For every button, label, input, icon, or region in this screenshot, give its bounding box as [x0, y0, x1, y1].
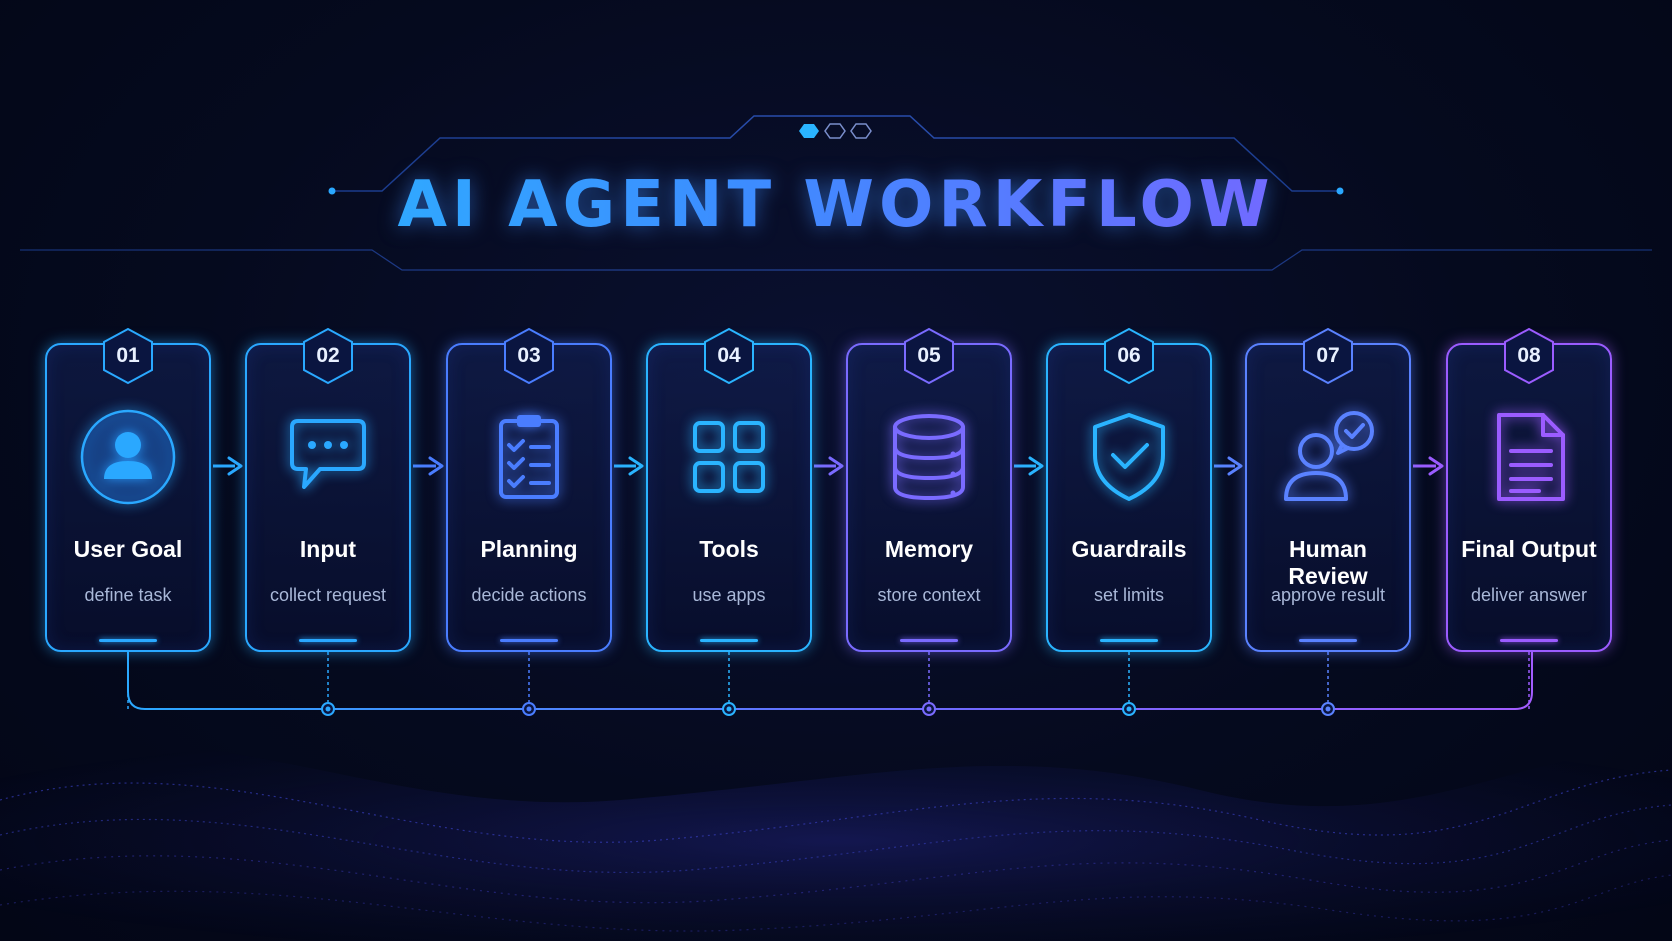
step-label: Memory: [884, 536, 974, 562]
step-description: set limits: [1093, 585, 1164, 605]
card-underline: [99, 639, 157, 642]
bus-node-center: [1126, 706, 1132, 712]
pager-dot: [824, 123, 846, 139]
step-card: 05 Memory store context: [846, 327, 1012, 652]
step-label: Input: [299, 536, 357, 562]
step-label: Planning: [480, 536, 578, 562]
step-card: 03 Planning decide actions: [446, 327, 612, 652]
step-number-badge: 05: [902, 327, 956, 385]
user-approve-icon: [1278, 407, 1378, 507]
card-underline: [900, 639, 958, 642]
step-label: Final Output: [1461, 536, 1597, 562]
document-icon: [1479, 407, 1579, 507]
pager-dot: [850, 123, 872, 139]
card-underline: [500, 639, 558, 642]
flow-arrow: [814, 456, 844, 476]
card-underline: [299, 639, 357, 642]
step-description: use apps: [692, 585, 766, 605]
bus-node-center: [1325, 706, 1331, 712]
step-description: decide actions: [471, 585, 587, 605]
step-number-badge: 02: [301, 327, 355, 385]
step-card: 02 Input collect request: [245, 327, 411, 652]
page-title: AI AGENT WORKFLOW: [0, 160, 1672, 250]
frame-dot-right: [1336, 187, 1344, 195]
step-number: 08: [1517, 344, 1541, 367]
flow-arrow: [413, 456, 444, 476]
bus-node-center: [325, 706, 331, 712]
bus-node-center: [926, 706, 932, 712]
step-number-badge: 07: [1301, 327, 1355, 385]
clipboard-checklist-icon: [479, 407, 579, 507]
step-number-badge: 04: [702, 327, 756, 385]
step-description: deliver answer: [1470, 585, 1588, 605]
chat-bubble-icon: [278, 407, 378, 507]
user-icon: [78, 407, 178, 507]
step-number: 01: [116, 344, 140, 367]
bus-node-center: [526, 706, 532, 712]
step-label: Human Review: [1288, 536, 1368, 589]
bus-node-center: [726, 706, 732, 712]
flow-arrow: [1014, 456, 1044, 476]
step-card: 06 Guardrails set limits: [1046, 327, 1212, 652]
step-description: define task: [84, 585, 172, 605]
step-card: 04 Tools use apps: [646, 327, 812, 652]
step-number: 06: [1117, 344, 1141, 367]
step-number-badge: 08: [1502, 327, 1556, 385]
step-number: 07: [1316, 344, 1340, 367]
step-card: 08 Final Output deliver answer: [1446, 327, 1612, 652]
grid-apps-icon: [679, 407, 779, 507]
pager-dot-active: [799, 124, 819, 138]
shield-check-icon: [1079, 407, 1179, 507]
card-underline: [1500, 639, 1558, 642]
flow-arrow: [213, 456, 243, 476]
step-label: Guardrails: [1071, 536, 1187, 562]
step-label: Tools: [699, 536, 759, 562]
step-number-badge: 06: [1102, 327, 1156, 385]
step-number-badge: 03: [502, 327, 556, 385]
flow-arrow: [1413, 456, 1444, 476]
card-underline: [1299, 639, 1357, 642]
step-number: 03: [517, 344, 541, 367]
card-underline: [700, 639, 758, 642]
step-number: 02: [316, 344, 340, 367]
step-description: store context: [877, 585, 981, 605]
step-card: 01 User Goal define task: [45, 327, 211, 652]
flow-arrow: [614, 456, 644, 476]
wave-background: [0, 740, 1672, 941]
step-number-badge: 01: [101, 327, 155, 385]
step-description: collect request: [269, 585, 387, 605]
step-number: 04: [717, 344, 741, 367]
step-description: approve result: [1270, 585, 1386, 605]
card-underline: [1100, 639, 1158, 642]
frame-dot-left: [328, 187, 336, 195]
flow-arrow: [1214, 456, 1243, 476]
step-label: User Goal: [73, 536, 183, 562]
database-icon: [879, 407, 979, 507]
step-number: 05: [917, 344, 941, 367]
